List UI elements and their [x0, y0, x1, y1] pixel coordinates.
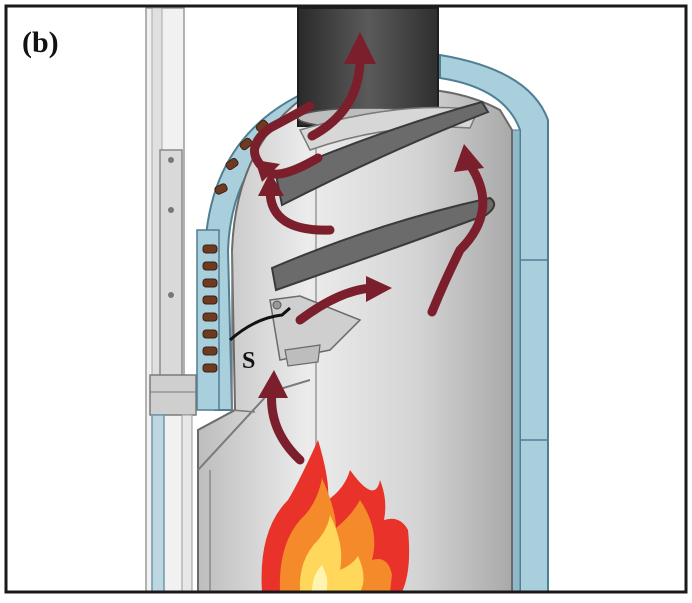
flame-icon: [261, 440, 410, 592]
arrowhead-flue: [344, 32, 376, 64]
flow-arrow: [295, 283, 377, 325]
air-inlet-holes: [202, 119, 269, 373]
baffle-plates: [270, 100, 496, 292]
door-handle-bar: [159, 149, 183, 411]
left-rail: [145, 7, 197, 593]
annotation-s-label: S: [242, 348, 255, 374]
flow-arrow: [250, 101, 323, 179]
baffle-plate-lower: [270, 196, 496, 292]
flow-arrow: [307, 53, 365, 141]
secondary-air-bracket: [229, 295, 362, 367]
arrowhead-secondary: [366, 276, 392, 302]
hinge-block: [149, 374, 197, 416]
flow-arrow: [265, 185, 335, 235]
flow-arrow: [427, 160, 488, 317]
panel-label: (b): [22, 26, 59, 59]
arrow-heads: [255, 32, 484, 398]
arrowhead-right: [454, 144, 484, 172]
arrowhead-upper-left: [255, 160, 280, 182]
inner-insulation-curve: [196, 93, 320, 411]
flow-arrows: [250, 53, 488, 465]
arrowhead-bottom: [258, 370, 288, 398]
outer-insulation-shell: [439, 53, 549, 593]
figure-frame: [4, 4, 688, 594]
baffle-plate-upper: [274, 100, 490, 207]
arrowhead-mid-left: [258, 172, 284, 196]
secondary-air-wire: [229, 306, 291, 342]
